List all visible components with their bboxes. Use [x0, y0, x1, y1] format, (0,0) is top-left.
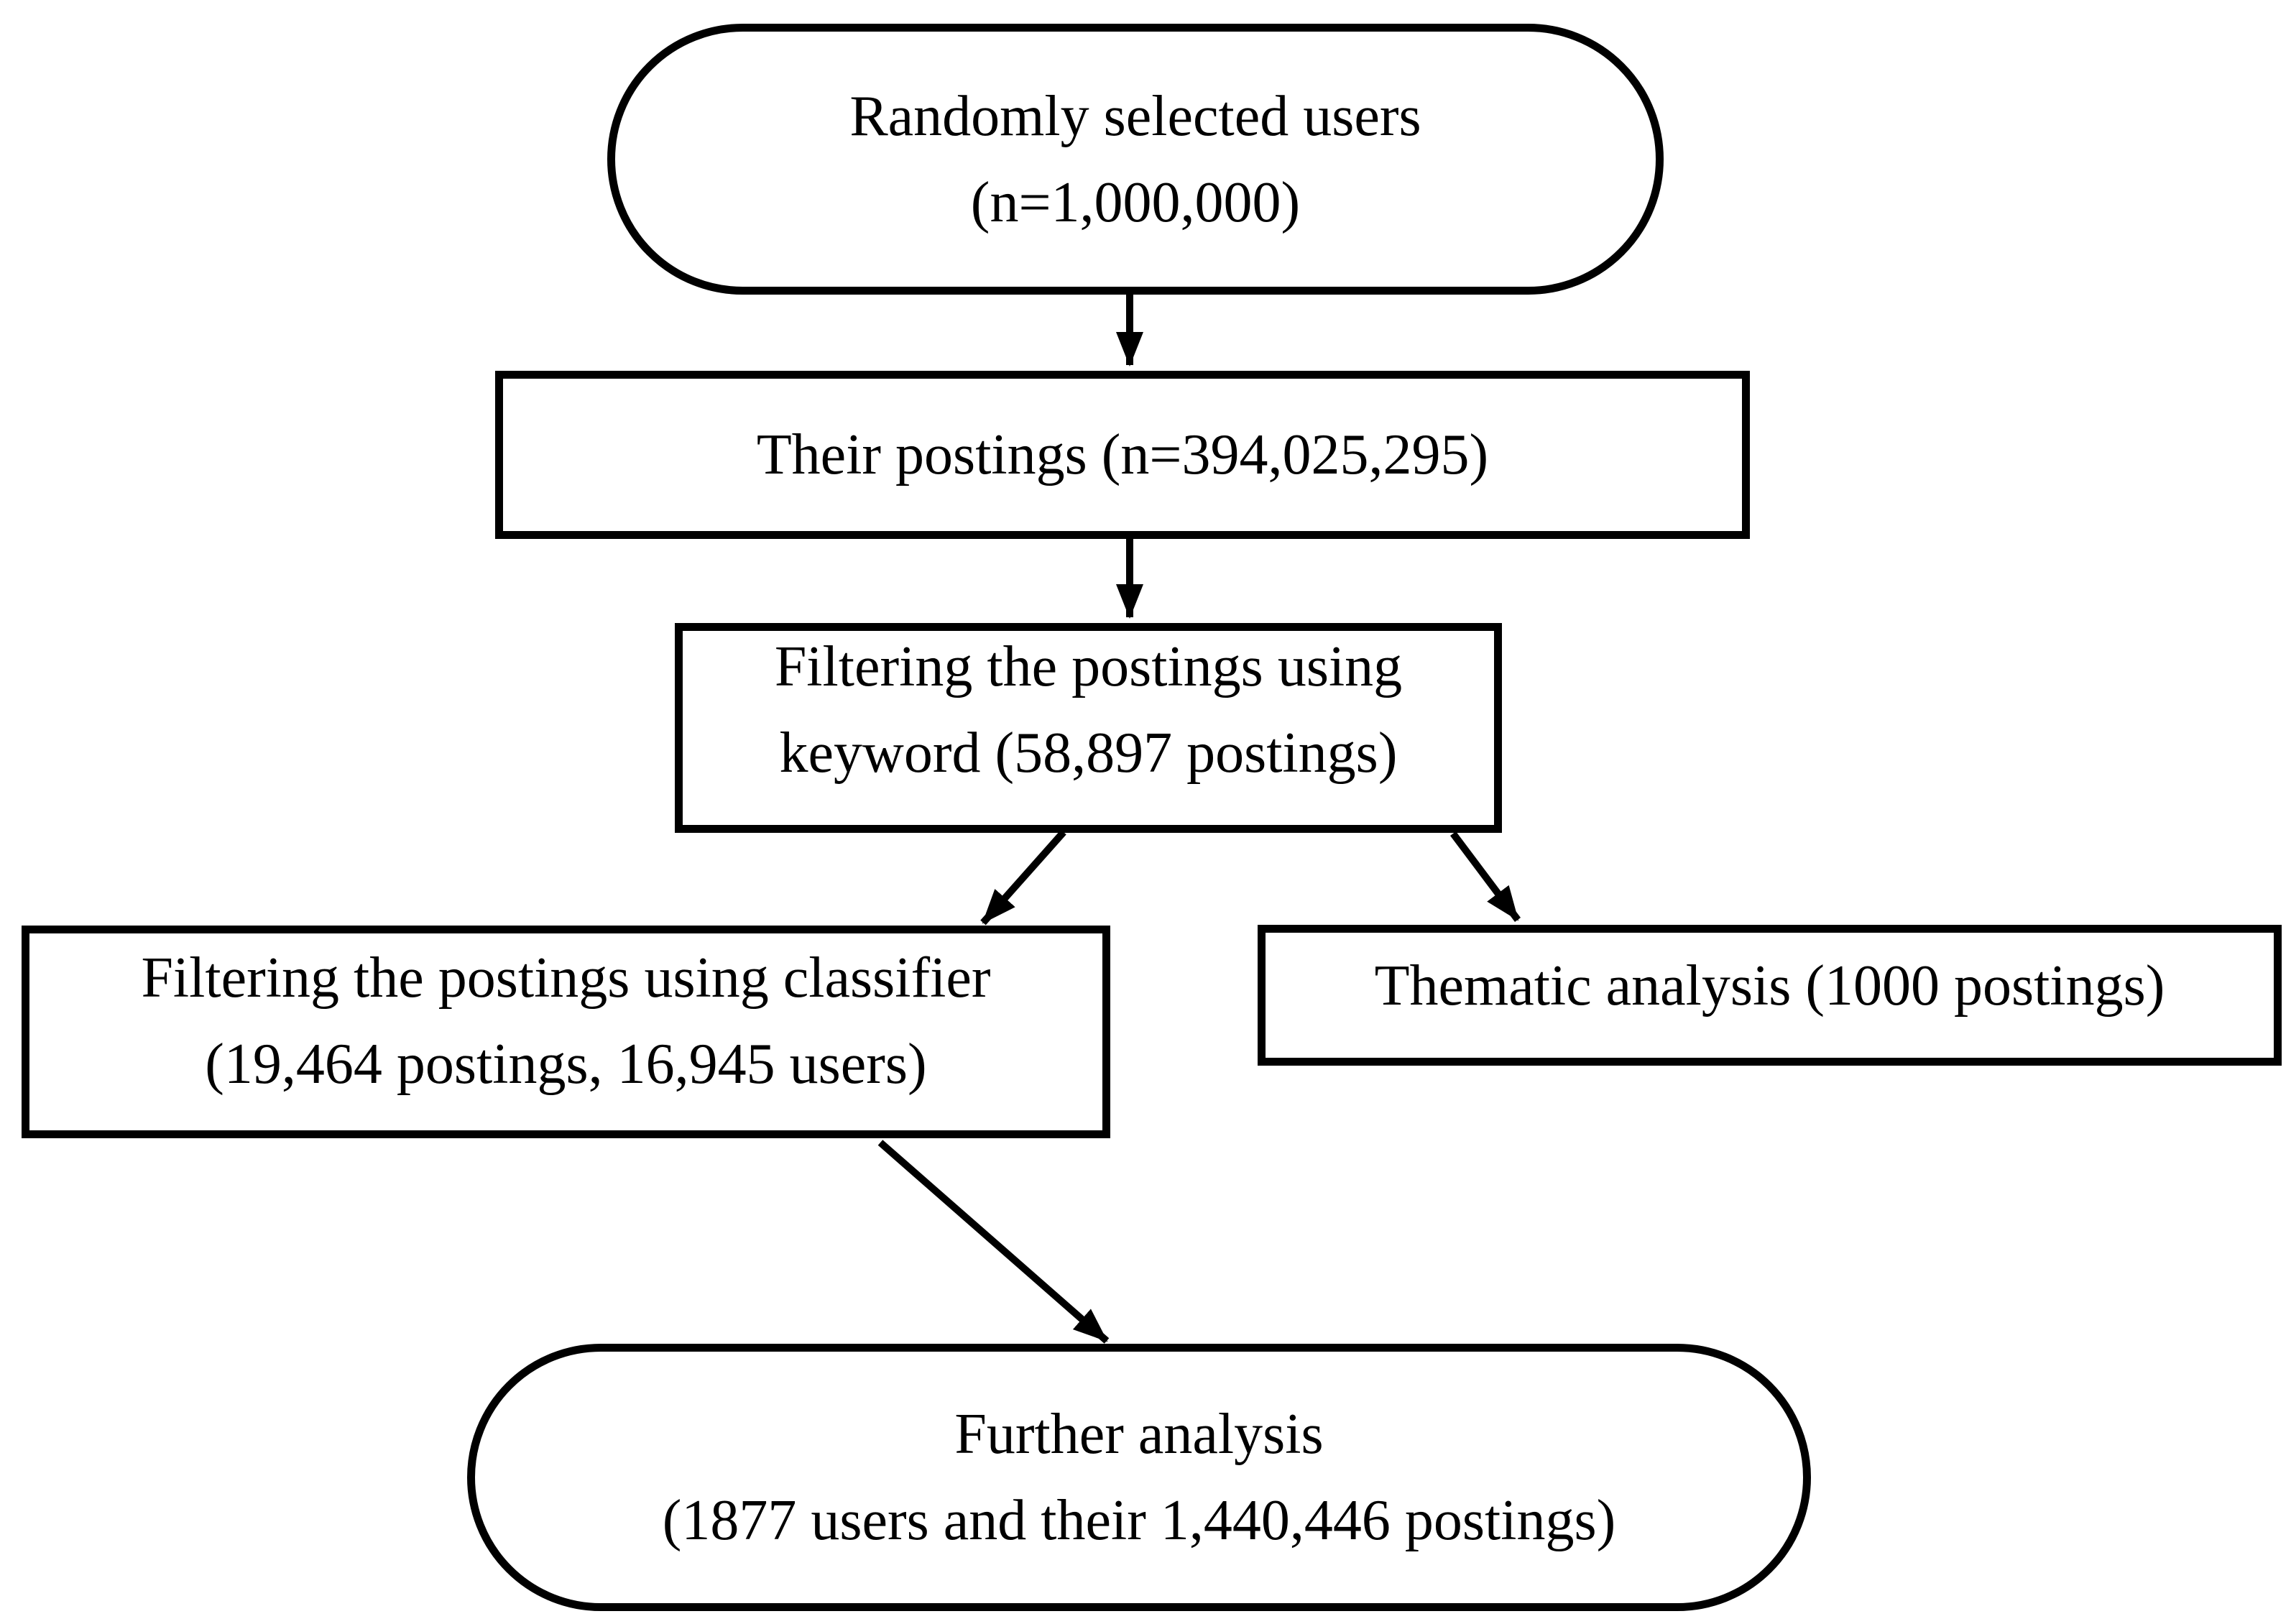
node-classifier-filtering-line2: (19,464 postings, 16,945 users) — [205, 1033, 927, 1096]
node-randomly-selected-users: Randomly selected users (n=1,000,000) — [607, 24, 1664, 295]
node-further-analysis-line1: Further analysis — [954, 1403, 1324, 1466]
node-randomly-selected-users-line1: Randomly selected users — [849, 84, 1421, 148]
node-further-analysis-line2: (1877 users and their 1,440,446 postings… — [662, 1489, 1616, 1552]
node-keyword-filtering: Filtering the postings using keyword (58… — [675, 623, 1502, 833]
node-thematic-analysis-line1: Thematic analysis (1000 postings) — [1374, 954, 2165, 1018]
node-their-postings-line1: Their postings (n=394,025,295) — [756, 423, 1489, 486]
arrow-classifier-to-further — [877, 1140, 1110, 1344]
node-classifier-filtering: Filtering the postings using classifier … — [22, 926, 1110, 1138]
node-further-analysis: Further analysis (1877 users and their 1… — [467, 1344, 1811, 1611]
arrow-keyword-to-classifier — [980, 829, 1066, 926]
arrow-keyword-to-thematic — [1450, 831, 1521, 922]
node-keyword-filtering-line1: Filtering the postings using — [774, 635, 1403, 698]
node-keyword-filtering-line2: keyword (58,897 postings) — [779, 721, 1398, 785]
node-randomly-selected-users-line2: (n=1,000,000) — [970, 170, 1301, 234]
node-thematic-analysis: Thematic analysis (1000 postings) — [1258, 925, 2282, 1066]
node-their-postings: Their postings (n=394,025,295) — [495, 371, 1750, 539]
node-classifier-filtering-line1: Filtering the postings using classifier — [141, 946, 991, 1010]
